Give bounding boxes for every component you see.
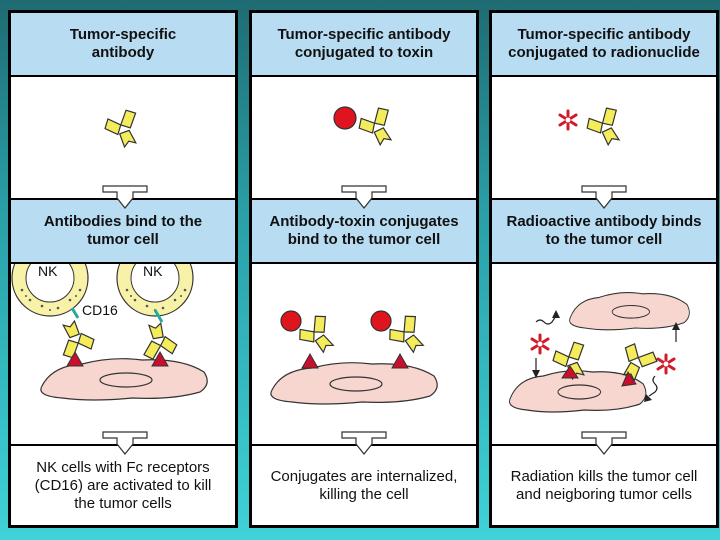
column-radionuclide-conjugate: Tumor-specific antibody conjugated to ra… xyxy=(489,10,719,528)
caption-radiation-kills: Radiation kills the tumor cell and neigb… xyxy=(492,446,716,525)
header-toxin-conjugates-bind: Antibody-toxin conjugates bind to the tu… xyxy=(252,200,476,262)
radiation-illustration-panel xyxy=(492,264,716,444)
header-antibodies-bind: Antibodies bind to the tumor cell xyxy=(11,200,235,262)
nk-binding-illustration-panel xyxy=(11,264,235,444)
antibody-illustration-panel xyxy=(11,77,235,198)
header-tumor-specific-antibody: Tumor-specific antibody xyxy=(11,13,235,75)
radionuclide-illustration-panel xyxy=(492,77,716,198)
column-toxin-conjugate: Tumor-specific antibody conjugated to to… xyxy=(249,10,479,528)
header-radioactive-binds: Radioactive antibody binds to the tumor … xyxy=(492,200,716,262)
toxin-binding-illustration-panel xyxy=(252,264,476,444)
header-antibody-toxin: Tumor-specific antibody conjugated to to… xyxy=(252,13,476,75)
caption-nk-cells-kill: NK cells with Fc receptors (CD16) are ac… xyxy=(11,446,235,525)
caption-conjugates-internalized: Conjugates are internalized, killing the… xyxy=(252,446,476,525)
header-antibody-radionuclide: Tumor-specific antibody conjugated to ra… xyxy=(492,13,716,75)
toxin-illustration-panel xyxy=(252,77,476,198)
column-antibody: Tumor-specific antibody Antibodies bind … xyxy=(8,10,238,528)
